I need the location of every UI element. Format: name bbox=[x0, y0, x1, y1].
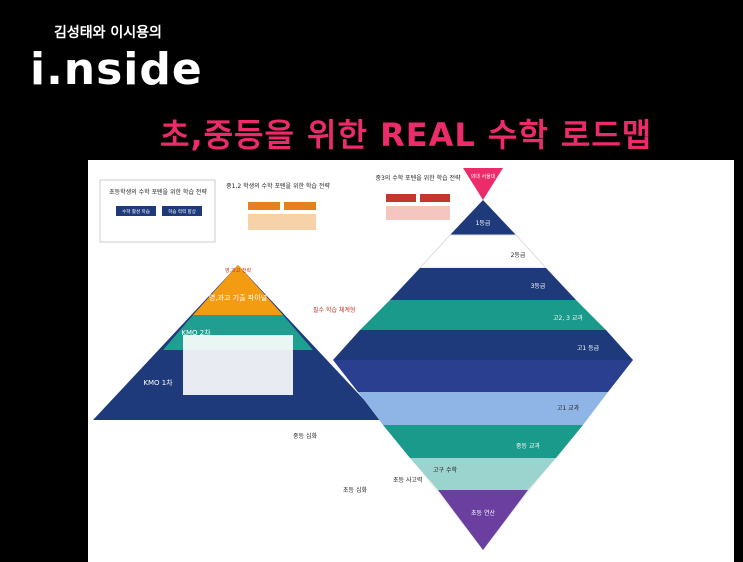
svg-text:수학 활성 학습: 수학 활성 학습 bbox=[122, 208, 150, 215]
svg-text:초등 연산: 초등 연산 bbox=[471, 509, 495, 517]
headline: 초,중등을 위한 REAL 수학 로드맵 bbox=[160, 116, 653, 154]
brand-logo: i.nside bbox=[30, 44, 203, 95]
card-middle-12: 중1,2 학생의 수학 포텐을 위한 학습 전략 bbox=[226, 182, 330, 230]
svg-text:고1 교과: 고1 교과 bbox=[557, 404, 580, 412]
brand-subtitle: 김성태와 이시용의 bbox=[54, 25, 162, 41]
svg-text:중1,2 학생의 수학 포텐을 위한 학습 전략: 중1,2 학생의 수학 포텐을 위한 학습 전략 bbox=[226, 182, 330, 190]
svg-text:영,과고 전략: 영,과고 전략 bbox=[225, 267, 252, 274]
roadmap-board: 초등학생의 수학 포텐을 위한 학습 전략 수학 활성 학습 학습 력력 향상 … bbox=[88, 160, 734, 562]
right-diamond: 1등급 2등급 3등급 고2, 3 교과 고1 등급 고1 교과 중등 교과 초… bbox=[333, 200, 633, 550]
svg-text:고2, 3 교과: 고2, 3 교과 bbox=[553, 314, 583, 322]
svg-text:영,과고 기출 파이널: 영,과고 기출 파이널 bbox=[209, 293, 267, 302]
svg-text:의대 서울대: 의대 서울대 bbox=[471, 173, 496, 180]
svg-text:KMO 2차: KMO 2차 bbox=[181, 328, 211, 337]
svg-text:학습 력력 향상: 학습 력력 향상 bbox=[168, 208, 196, 215]
label-essential: 필수 학습 체계형 bbox=[313, 306, 355, 314]
card-elementary: 초등학생의 수학 포텐을 위한 학습 전략 수학 활성 학습 학습 력력 향상 bbox=[99, 179, 216, 243]
svg-text:초등학생의 수학 포텐을 위한 학습 전략: 초등학생의 수학 포텐을 위한 학습 전략 bbox=[109, 188, 207, 196]
roadmap-diagram: 초등학생의 수학 포텐을 위한 학습 전략 수학 활성 학습 학습 력력 향상 … bbox=[93, 168, 633, 550]
label-mid-deep: 중등 심화 bbox=[293, 432, 317, 440]
label-elem-think: 초등 사고력 bbox=[393, 476, 423, 484]
svg-text:3등급: 3등급 bbox=[531, 283, 546, 290]
card-middle-3: 중3의 수학 포텐을 위한 학습 전략 bbox=[375, 174, 461, 220]
svg-text:고1 등급: 고1 등급 bbox=[577, 345, 600, 352]
svg-text:KMO 1차: KMO 1차 bbox=[143, 378, 173, 387]
svg-text:중등 교과: 중등 교과 bbox=[516, 442, 540, 450]
top-badge bbox=[463, 168, 503, 200]
svg-text:2등급: 2등급 bbox=[511, 252, 526, 259]
svg-text:1등급: 1등급 bbox=[476, 220, 491, 227]
svg-text:중3의 수학 포텐을 위한 학습 전략: 중3의 수학 포텐을 위한 학습 전략 bbox=[375, 174, 461, 182]
label-elem-math: 고구 수학 bbox=[433, 466, 457, 474]
left-pyramid: 영,과고 기출 파이널 KMO 2차 KMO 1차 영,과고 전략 bbox=[93, 265, 383, 420]
label-elem-deep: 초등 심화 bbox=[343, 486, 367, 494]
